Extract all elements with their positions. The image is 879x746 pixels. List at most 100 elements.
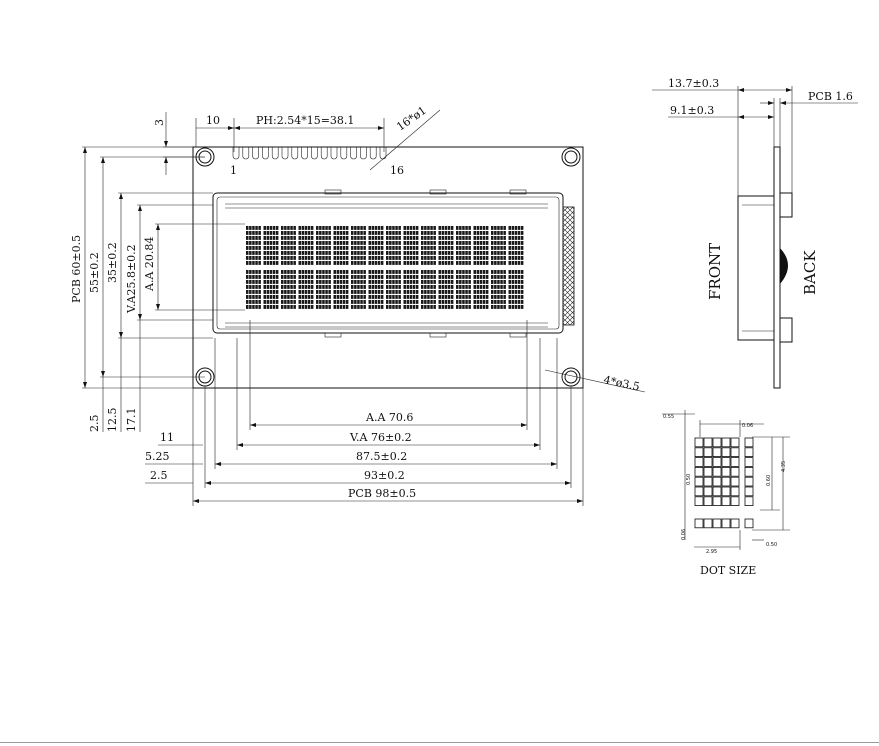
dim-va-height: V.A25.8±0.2 (125, 244, 138, 314)
dim-pcb-width: PCB 98±0.5 (348, 487, 416, 500)
dim-aa-width: A.A 70.6 (365, 411, 413, 424)
dim-93: 93±0.2 (364, 469, 405, 482)
char-cell (456, 226, 471, 265)
char-cell (438, 270, 454, 309)
label-back: BACK (801, 250, 819, 295)
front-view: 10 PH:2.54*15=38.1 16*ø1 3 1 16 PCB 60±0… (70, 104, 646, 506)
pin-hole (262, 147, 269, 160)
char-cell (438, 226, 454, 265)
dot-dim-0-55: 0.55 (663, 414, 674, 420)
dimension-lines (82, 109, 646, 506)
pin-hole (291, 147, 299, 160)
char-cell (473, 270, 489, 309)
pin-hole (301, 147, 308, 160)
dim-aa-height: A.A 20.84 (143, 237, 156, 292)
dim-mount-holes: 4*ø3.5 (602, 373, 641, 393)
side-pcb (773, 146, 781, 389)
pin-hole (252, 147, 259, 160)
pin-hole (271, 147, 279, 160)
page-bottom-rule (0, 742, 879, 743)
label-front: FRONT (706, 243, 724, 300)
pin-hole (232, 147, 240, 160)
char-cell (456, 270, 471, 309)
pin-hole (369, 147, 377, 160)
side-backlight-bulge (780, 248, 788, 284)
dot-dim-0-50-left: 0.50 (686, 474, 692, 485)
dim-pcb-height: PCB 60±0.5 (70, 235, 83, 303)
char-cell (403, 226, 419, 265)
dot-size-detail: 0.55 0.06 0.50 0.06 0.60 4.35 2.95 0.50 … (662, 410, 790, 577)
dot-matrix-5x8 (694, 437, 754, 529)
character-matrix (246, 226, 524, 309)
char-cell (351, 226, 366, 265)
dot-size-title: DOT SIZE (700, 564, 756, 577)
char-cell (508, 270, 524, 309)
char-cell (421, 226, 436, 265)
char-cell (491, 270, 506, 309)
char-cell (316, 270, 331, 309)
dim-top-3: 3 (153, 119, 166, 126)
dim-pcb-thickness: PCB 1.6 (808, 90, 853, 103)
pin-hole (311, 147, 318, 160)
dim-bottom-2-5: 2.5 (88, 415, 101, 433)
dot-dim-0-50-right: 0.50 (766, 542, 777, 548)
dim-pin-pitch: PH:2.54*15=38.1 (256, 114, 354, 127)
char-cell (351, 270, 366, 309)
char-cell (421, 270, 436, 309)
dot-dim-4-35: 4.35 (781, 461, 787, 472)
char-cell (316, 226, 331, 265)
dot-dim-2-95: 2.95 (706, 549, 717, 555)
char-cell (333, 270, 349, 309)
pin-hole (340, 147, 348, 160)
char-cell (491, 226, 506, 265)
char-cell (333, 226, 349, 265)
dim-pin-holes: 16*ø1 (394, 104, 429, 134)
char-cell (246, 270, 261, 309)
char-cell (281, 270, 296, 309)
char-cell (386, 226, 401, 265)
char-cell (298, 226, 314, 265)
char-cell (281, 226, 296, 265)
dot-dim-0-06-left: 0.06 (681, 529, 687, 540)
char-cell (368, 270, 384, 309)
dim-left-11: 11 (160, 431, 174, 444)
dim-left-2-5: 2.5 (150, 469, 168, 482)
pin-16-label: 16 (390, 164, 404, 177)
dim-87-5: 87.5±0.2 (356, 450, 407, 463)
arrowheads (83, 126, 583, 503)
dim-bottom-12-5: 12.5 (106, 408, 119, 433)
char-cell (368, 226, 384, 265)
char-cell (263, 226, 279, 265)
dim-va-width: V.A 76±0.2 (349, 431, 412, 444)
char-cell (263, 270, 279, 309)
dim-top-10: 10 (206, 114, 220, 127)
pcb-outline (192, 146, 584, 389)
char-cell (386, 270, 401, 309)
pin-hole (242, 147, 250, 160)
char-cell (246, 226, 261, 265)
dot-dim-0-06-top: 0.06 (742, 423, 753, 429)
side-view: 13.7±0.3 9.1±0.3 PCB 1.6 FRONT BACK (652, 77, 858, 389)
dim-bottom-17-1: 17.1 (125, 408, 138, 433)
pin-hole (360, 147, 367, 160)
dim-depth-13-7: 13.7±0.3 (668, 77, 719, 90)
char-cell (473, 226, 489, 265)
dim-left-5-25: 5.25 (145, 450, 170, 463)
heat-seal-area (562, 206, 575, 326)
mounting-hole-top-right (561, 147, 581, 167)
connector-pins (232, 147, 387, 160)
side-lcd-body (737, 195, 775, 341)
pin-hole (281, 147, 289, 160)
dim-35: 35±0.2 (106, 242, 119, 283)
dim-55: 55±0.2 (88, 252, 101, 293)
char-cell (403, 270, 419, 309)
pin-hole (350, 147, 357, 160)
pin-hole (320, 147, 328, 160)
pin-hole (330, 147, 338, 160)
char-cell (508, 226, 524, 265)
char-cell (298, 270, 314, 309)
dim-depth-9-1: 9.1±0.3 (670, 104, 714, 117)
dot-dim-0-60: 0.60 (766, 475, 772, 486)
pin-1-label: 1 (230, 164, 237, 177)
